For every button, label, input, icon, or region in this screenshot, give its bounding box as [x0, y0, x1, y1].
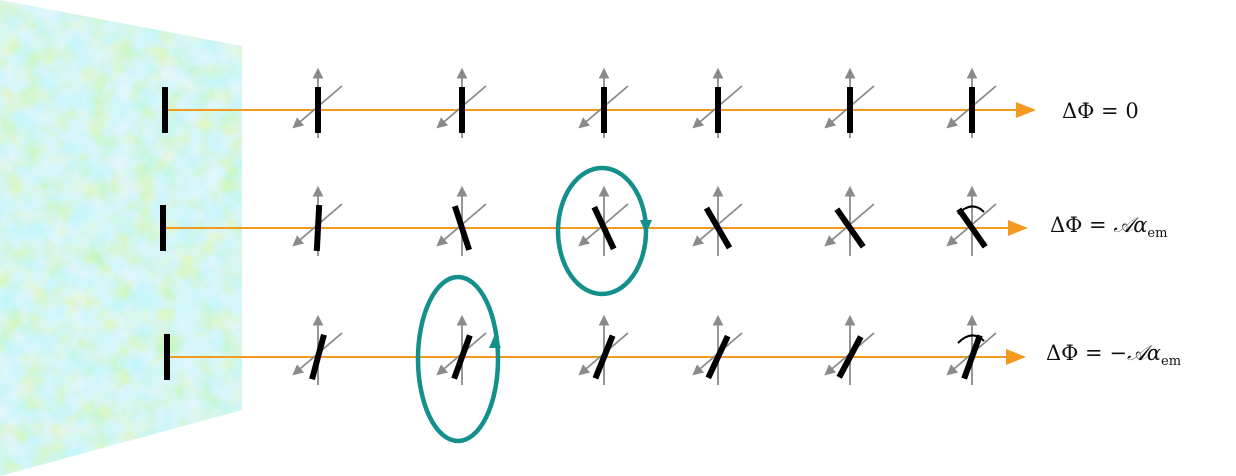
rotation-loop-arrowhead [640, 220, 652, 234]
polarization-station [292, 67, 343, 138]
polarization-bar [313, 204, 323, 252]
polarization-bar [834, 207, 866, 249]
polarization-station [436, 185, 487, 256]
polarization-station [946, 314, 997, 385]
polarization-bar [703, 206, 733, 250]
polarization-bar [452, 205, 472, 251]
rotation-loop [415, 274, 501, 444]
polarization-station [578, 314, 629, 385]
polarization-bar [591, 205, 617, 251]
rotation-loop-arrowhead [489, 334, 501, 348]
polarization-station [946, 67, 997, 138]
polarization-station [824, 185, 875, 256]
beam-row-2 [164, 314, 1026, 385]
polarization-station [692, 314, 743, 385]
polarization-bar [836, 335, 864, 379]
polarization-station [692, 67, 743, 138]
polarization-bar [961, 334, 983, 380]
polarization-bar [309, 334, 327, 380]
polarization-station [292, 314, 343, 385]
phase-label-row-1: ΔΦ = 𝒜αem [1050, 213, 1168, 242]
beam-row-0 [162, 67, 1036, 138]
polarization-station [946, 185, 997, 256]
rotation-loop [555, 165, 649, 297]
polarization-bar [451, 334, 473, 380]
polarization-bar [956, 207, 988, 249]
polarization-bar [592, 334, 616, 380]
polarization-station [692, 185, 743, 256]
phase-label-row-2: ΔΦ = −𝒜αem [1046, 341, 1182, 370]
polarization-station [578, 185, 629, 256]
beam-row-1 [160, 185, 1028, 256]
polarization-station [824, 67, 875, 138]
polarization-station [436, 67, 487, 138]
cmb-sky-map [0, 0, 242, 476]
rotation-hint-arc [957, 334, 985, 344]
polarization-bar [705, 334, 731, 380]
polarization-station [292, 185, 343, 256]
rotation-hint-arc [957, 205, 985, 215]
polarization-station [436, 314, 487, 385]
polarization-station [824, 314, 875, 385]
polarization-station [578, 67, 629, 138]
phase-label-row-0: ΔΦ = 0 [1062, 99, 1139, 123]
